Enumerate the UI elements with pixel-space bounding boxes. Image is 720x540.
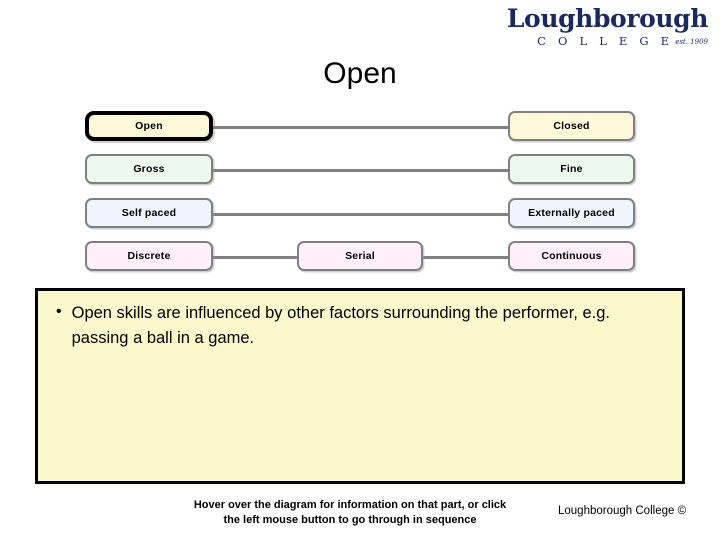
- diagram-node-continuous-label: Continuous: [541, 250, 602, 262]
- diagram-node-closed[interactable]: Closed: [508, 111, 635, 141]
- connector-discrete-serial: [213, 256, 297, 259]
- diagram-row-continuity: Discrete Serial Continuous: [0, 241, 720, 273]
- diagram-node-externally-paced-label: Externally paced: [528, 207, 615, 219]
- connector-serial-continuous: [423, 256, 508, 259]
- diagram-node-self-paced[interactable]: Self paced: [85, 198, 213, 228]
- diagram-row-muscular-involvement: Gross Fine: [0, 154, 720, 186]
- diagram-node-serial-label: Serial: [345, 250, 375, 262]
- diagram-node-fine-label: Fine: [560, 163, 583, 175]
- diagram-node-serial[interactable]: Serial: [297, 241, 423, 271]
- slide-footer: Hover over the diagram for information o…: [0, 498, 720, 540]
- connector-gross-fine: [213, 169, 508, 172]
- logo-college-text: C O L L E G E: [537, 34, 674, 48]
- diagram-node-self-paced-label: Self paced: [121, 207, 177, 219]
- connector-selfpaced-externallypaced: [213, 213, 508, 216]
- bullet-point-icon: •: [56, 303, 62, 320]
- interaction-hint-line-1: Hover over the diagram for information o…: [193, 499, 507, 511]
- diagram-node-open-label: Open: [135, 120, 163, 132]
- diagram-node-externally-paced[interactable]: Externally paced: [508, 198, 635, 228]
- information-panel: • Open skills are influenced by other fa…: [35, 288, 685, 484]
- interaction-hint: Hover over the diagram for information o…: [150, 498, 550, 528]
- diagram-node-fine[interactable]: Fine: [508, 154, 635, 184]
- interaction-hint-line-2: the left mouse button to go through in s…: [223, 514, 477, 526]
- logo-wordmark: Loughborough: [506, 4, 709, 33]
- diagram-node-discrete[interactable]: Discrete: [85, 241, 213, 271]
- information-panel-text: Open skills are influenced by other fact…: [71, 304, 610, 347]
- diagram-node-discrete-label: Discrete: [127, 250, 171, 262]
- diagram-node-gross[interactable]: Gross: [85, 154, 213, 184]
- diagram-node-gross-label: Gross: [133, 163, 165, 175]
- logo-established-text: est. 1909: [675, 38, 708, 46]
- diagram-node-open[interactable]: Open: [85, 111, 213, 141]
- copyright-notice: Loughborough College ©: [558, 505, 687, 517]
- skills-continuum-diagram: Open Closed Gross Fine Self paced Extern…: [0, 105, 720, 285]
- diagram-row-pacing: Self paced Externally paced: [0, 198, 720, 230]
- diagram-node-continuous[interactable]: Continuous: [508, 241, 635, 271]
- diagram-node-closed-label: Closed: [553, 120, 590, 132]
- page-title: Open: [323, 57, 397, 90]
- diagram-row-environment: Open Closed: [0, 111, 720, 143]
- connector-open-closed: [213, 126, 508, 129]
- bullet-list-item: • Open skills are influenced by other fa…: [52, 301, 666, 351]
